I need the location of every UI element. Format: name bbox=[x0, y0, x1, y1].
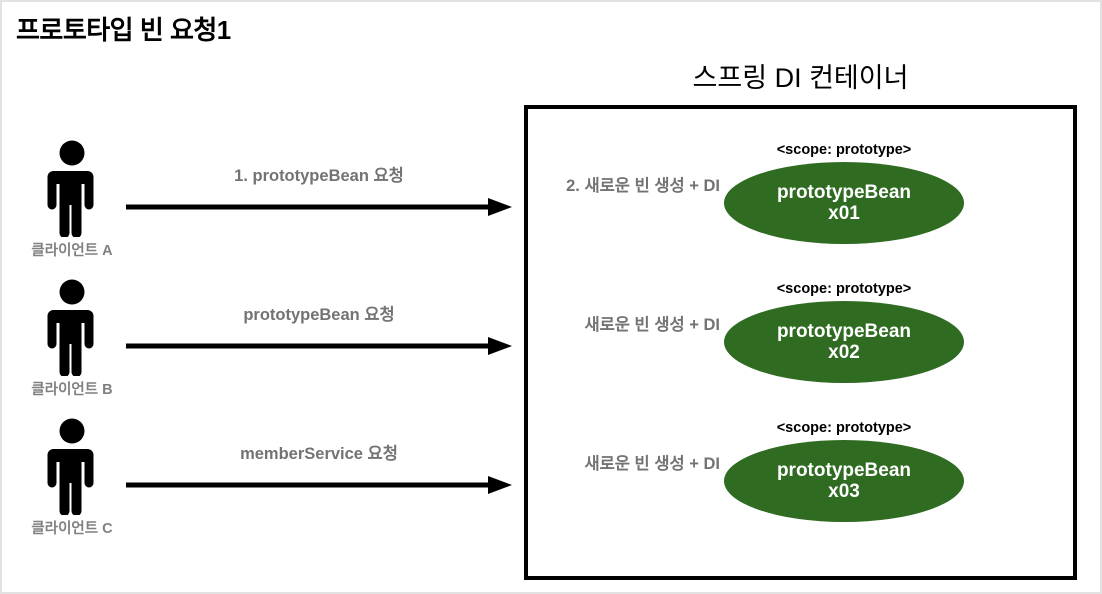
person-icon bbox=[47, 140, 94, 237]
di-container-title: 스프링 DI 컨테이너 bbox=[692, 63, 909, 93]
person-icon bbox=[47, 418, 94, 515]
request-arrow-1: 1. prototypeBean 요청 bbox=[126, 162, 512, 222]
bean-row-1-note: 2. 새로운 빈 생성 + DI bbox=[566, 177, 720, 195]
bean-ellipse-1-label: prototypeBean x01 bbox=[776, 181, 912, 224]
arrow-right-icon bbox=[126, 198, 512, 216]
request-arrow-2: prototypeBean 요청 bbox=[126, 301, 512, 361]
bean-ellipse-3-label: prototypeBean x03 bbox=[776, 459, 912, 502]
bean-row-2-scope: <scope: prototype> bbox=[776, 281, 912, 297]
bean-ellipse-2: prototypeBean x02 bbox=[724, 301, 964, 383]
request-arrow-3: memberService 요청 bbox=[126, 440, 512, 500]
bean-row-1: 2. 새로운 빈 생성 + DI <scope: prototype> prot… bbox=[528, 140, 1073, 250]
bean-row-3: 새로운 빈 생성 + DI <scope: prototype> prototy… bbox=[528, 418, 1073, 528]
person-icon bbox=[47, 279, 94, 376]
page-title: 프로토타입 빈 요청1 bbox=[16, 15, 231, 45]
client-c-label: 클라이언트 C bbox=[31, 521, 113, 537]
bean-ellipse-2-label: prototypeBean x02 bbox=[776, 320, 912, 363]
request-arrow-3-label: memberService 요청 bbox=[240, 445, 398, 463]
bean-row-3-scope: <scope: prototype> bbox=[776, 420, 912, 436]
arrow-right-icon bbox=[126, 337, 512, 355]
client-b-label: 클라이언트 B bbox=[31, 382, 113, 398]
arrow-right-icon bbox=[126, 476, 512, 494]
bean-row-3-note: 새로운 빈 생성 + DI bbox=[584, 455, 720, 473]
request-arrow-1-label: 1. prototypeBean 요청 bbox=[234, 167, 404, 185]
client-b: 클라이언트 B bbox=[20, 279, 124, 399]
client-a: 클라이언트 A bbox=[20, 140, 124, 260]
bean-row-1-scope: <scope: prototype> bbox=[776, 142, 912, 158]
client-c: 클라이언트 C bbox=[20, 418, 124, 538]
request-arrow-2-label: prototypeBean 요청 bbox=[243, 306, 395, 324]
bean-ellipse-1: prototypeBean x01 bbox=[724, 162, 964, 244]
bean-ellipse-3: prototypeBean x03 bbox=[724, 440, 964, 522]
bean-row-2: 새로운 빈 생성 + DI <scope: prototype> prototy… bbox=[528, 279, 1073, 389]
bean-row-2-note: 새로운 빈 생성 + DI bbox=[584, 316, 720, 334]
client-a-label: 클라이언트 A bbox=[31, 243, 113, 259]
